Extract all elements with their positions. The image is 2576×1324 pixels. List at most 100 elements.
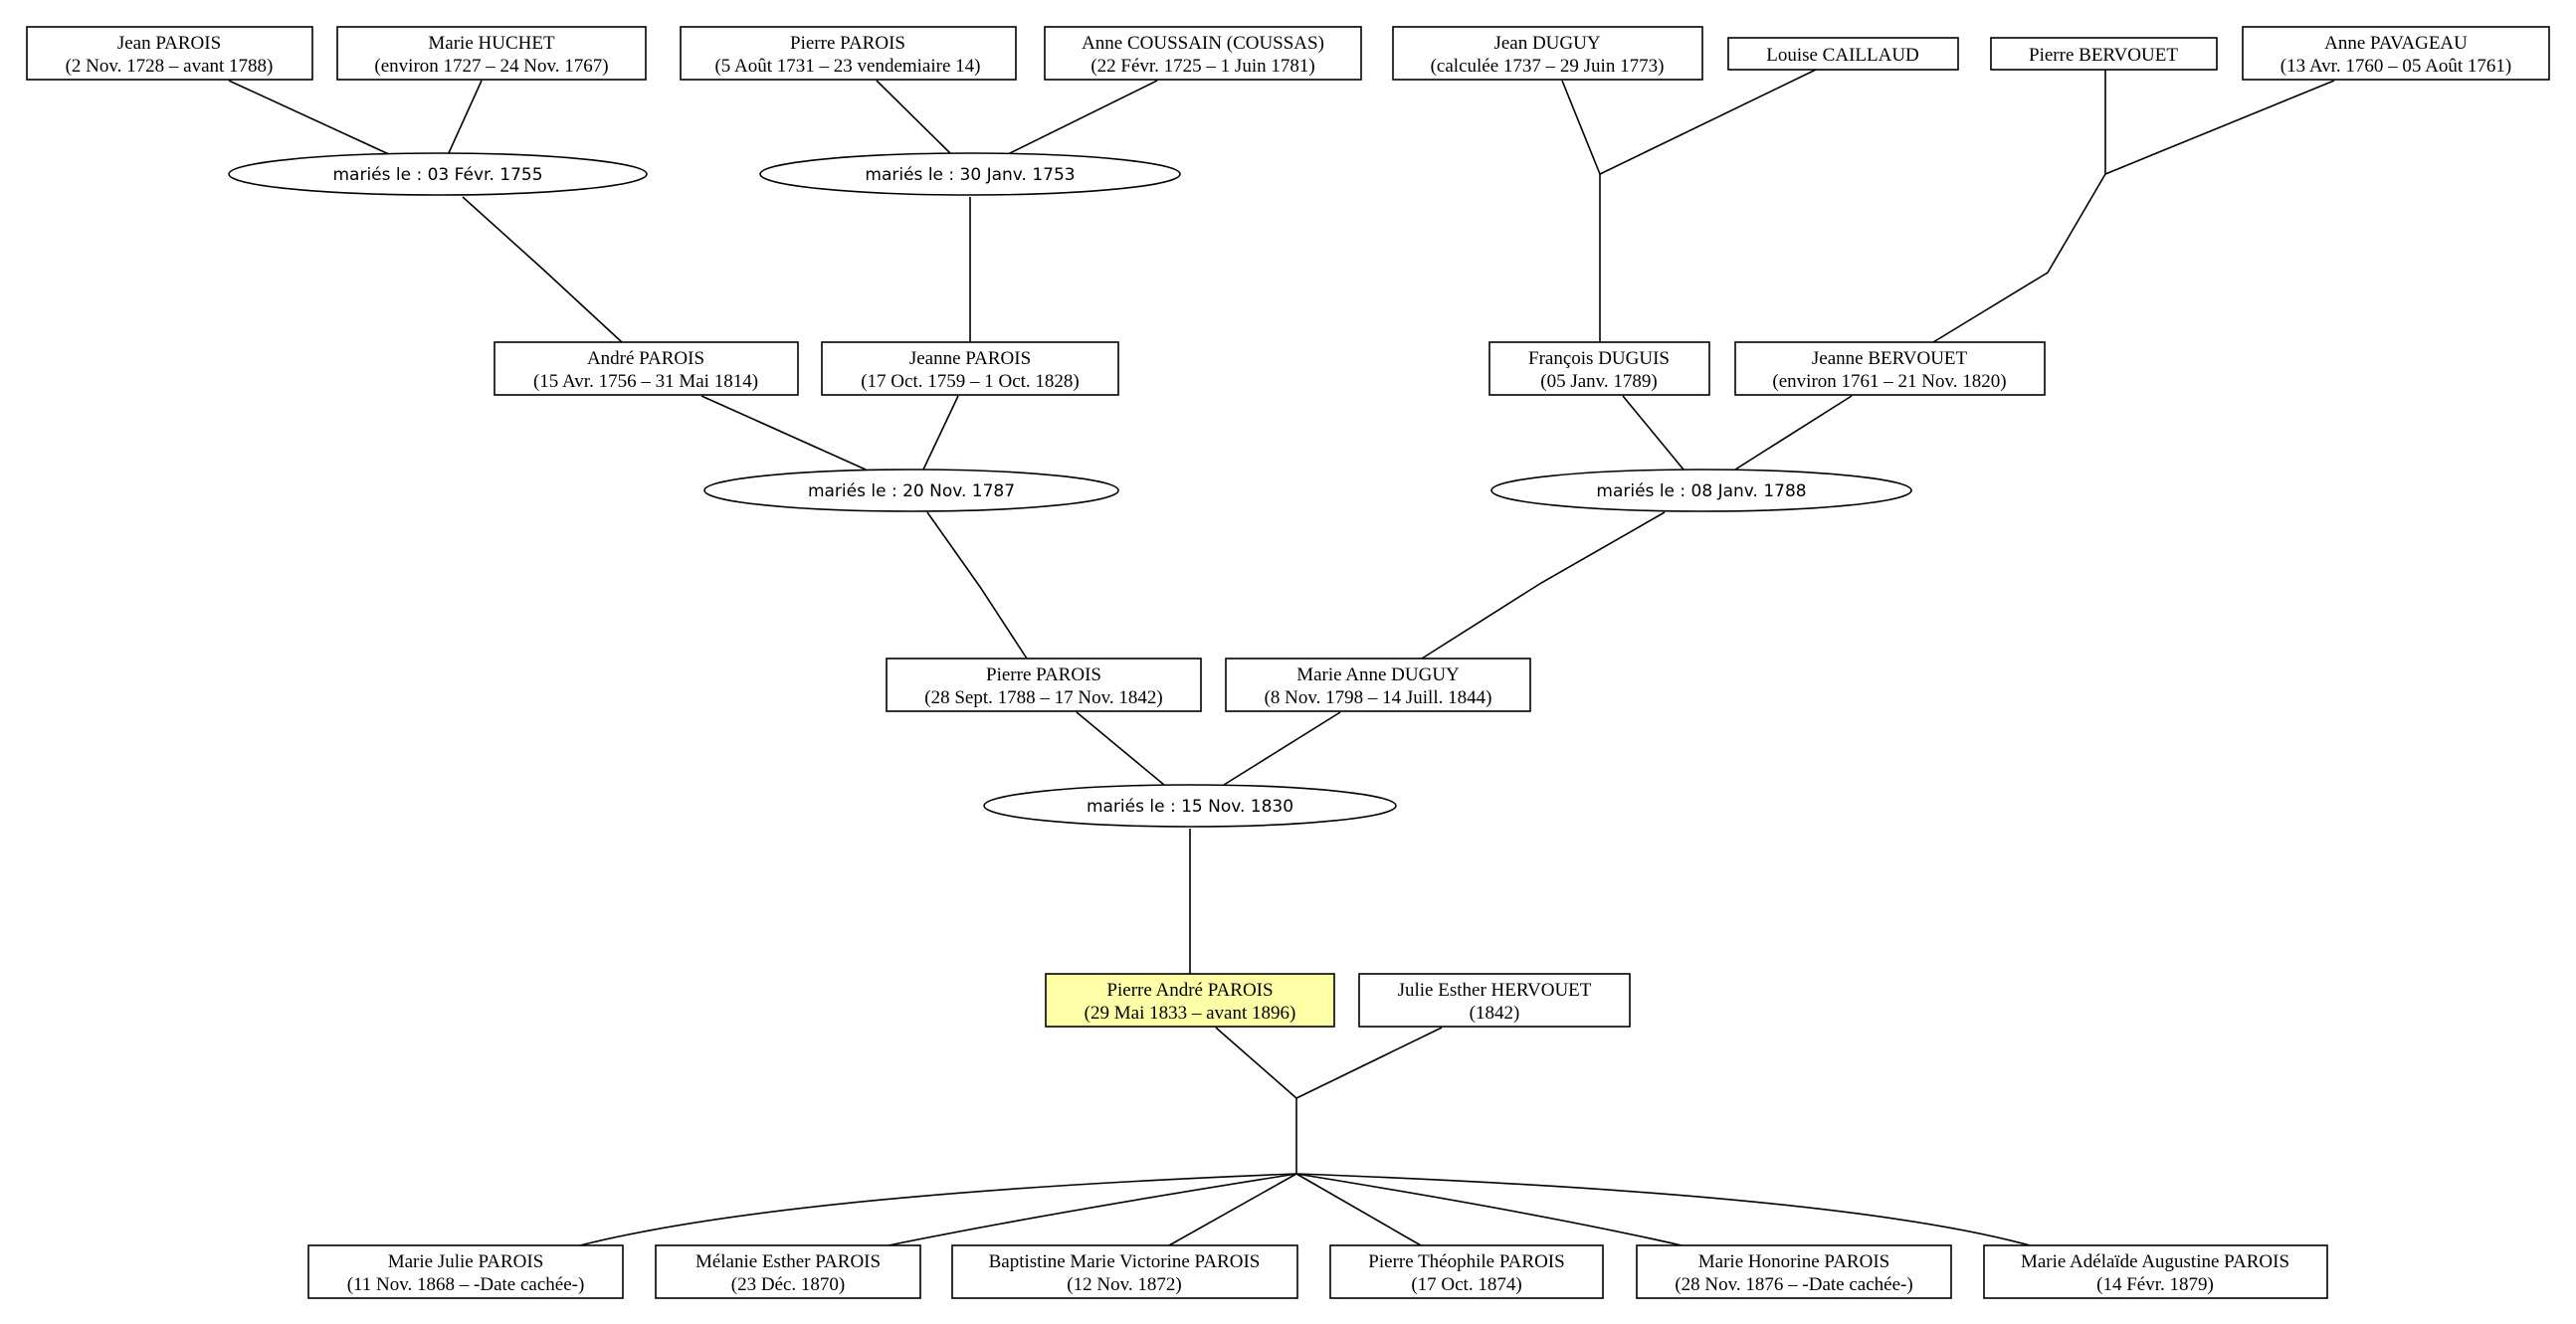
person-name: Mélanie Esther PAROIS xyxy=(695,1251,881,1272)
person-name: Jean DUGUY xyxy=(1493,33,1600,54)
person-box-louise-caillaud[interactable]: Louise CAILLAUD xyxy=(1727,37,1959,71)
person-box-francois-duguis[interactable]: François DUGUIS (05 Janv. 1789) xyxy=(1488,341,1710,396)
person-box-jean-parois[interactable]: Jean PAROIS (2 Nov. 1728 – avant 1788) xyxy=(26,26,313,81)
person-dates: (15 Avr. 1756 – 31 Mai 1814) xyxy=(533,371,758,392)
person-dates: (29 Mai 1833 – avant 1896) xyxy=(1085,1003,1296,1024)
edge-hub-marie-honorine xyxy=(1295,1173,1683,1246)
person-dates: (5 Août 1731 – 23 vendemiaire 14) xyxy=(714,56,980,77)
edge-jeanne-parois-m1787 xyxy=(922,395,959,471)
edge-anne-pavageau-junction xyxy=(2104,80,2335,175)
person-box-pierre-bervouet[interactable]: Pierre BERVOUET xyxy=(1990,37,2218,71)
person-name: Anne COUSSAIN (COUSSAS) xyxy=(1082,33,1324,54)
person-name: Jeanne PAROIS xyxy=(909,348,1031,369)
marriage-label: mariés le : 03 Févr. 1755 xyxy=(332,165,542,185)
person-name: Baptistine Marie Victorine PAROIS xyxy=(989,1251,1261,1272)
connector-lines xyxy=(228,69,2335,1246)
edge-jean-duguy-junction xyxy=(1561,80,1601,175)
edge-jeanne-bervouet-m1788 xyxy=(1734,395,1853,471)
person-name: Pierre PAROIS xyxy=(986,664,1101,685)
person-dates: (1842) xyxy=(1470,1003,1520,1024)
person-name: André PAROIS xyxy=(587,348,704,369)
person-box-marie-honorine-parois[interactable]: Marie Honorine PAROIS (28 Nov. 1876 – -D… xyxy=(1636,1244,1952,1299)
person-dates: (28 Nov. 1876 – -Date cachée-) xyxy=(1675,1274,1912,1295)
person-dates: (11 Nov. 1868 – -Date cachée-) xyxy=(347,1274,585,1295)
person-dates: (13 Avr. 1760 – 05 Août 1761) xyxy=(2280,56,2511,77)
person-name: Marie Anne DUGUY xyxy=(1296,664,1460,685)
edge-m1787-pierre-parois xyxy=(926,511,1028,660)
person-dates: (14 Févr. 1879) xyxy=(2096,1274,2214,1295)
person-name: Louise CAILLAUD xyxy=(1766,45,1919,66)
person-box-anne-coussain[interactable]: Anne COUSSAIN (COUSSAS) (22 Févr. 1725 –… xyxy=(1044,26,1362,81)
person-name: Pierre Théophile PAROIS xyxy=(1368,1251,1564,1272)
person-dates: (2 Nov. 1728 – avant 1788) xyxy=(66,56,274,77)
person-box-jeanne-bervouet[interactable]: Jeanne BERVOUET (environ 1761 – 21 Nov. … xyxy=(1734,341,2046,396)
edge-hub-pierre-theophile xyxy=(1295,1173,1422,1246)
person-dates: (28 Sept. 1788 – 17 Nov. 1842) xyxy=(924,687,1162,708)
edge-julie-esther-junction xyxy=(1295,1027,1443,1099)
edge-pierre-andre-junction xyxy=(1215,1027,1297,1099)
marriage-label: mariés le : 08 Janv. 1788 xyxy=(1596,481,1806,501)
person-box-marie-anne-duguy[interactable]: Marie Anne DUGUY (8 Nov. 1798 – 14 Juill… xyxy=(1225,658,1531,712)
edge-anne-coussain-m1753 xyxy=(1009,80,1158,154)
person-name: Pierre PAROIS xyxy=(790,33,905,54)
person-name: Pierre André PAROIS xyxy=(1106,980,1273,1001)
person-dates: (8 Nov. 1798 – 14 Juill. 1844) xyxy=(1265,687,1492,708)
edge-m1788-marie-anne-duguy xyxy=(1421,511,1666,660)
person-name: Jeanne BERVOUET xyxy=(1812,348,1968,369)
person-name: Julie Esther HERVOUET xyxy=(1398,980,1592,1001)
edge-junction-jeanne-bervouet xyxy=(1932,173,2106,343)
person-box-andre-parois[interactable]: André PAROIS (15 Avr. 1756 – 31 Mai 1814… xyxy=(494,341,799,396)
person-box-jeanne-parois[interactable]: Jeanne PAROIS (17 Oct. 1759 – 1 Oct. 182… xyxy=(821,341,1119,396)
person-name: Marie HUCHET xyxy=(428,33,555,54)
edge-hub-melanie-esther xyxy=(888,1173,1297,1246)
marriage-label: mariés le : 30 Janv. 1753 xyxy=(865,165,1075,185)
person-name: François DUGUIS xyxy=(1528,348,1670,369)
person-box-pierre-theophile-parois[interactable]: Pierre Théophile PAROIS (17 Oct. 1874) xyxy=(1329,1244,1604,1299)
edge-louise-caillaud-junction xyxy=(1599,69,1817,175)
person-name: Anne PAVAGEAU xyxy=(2324,33,2468,54)
person-name: Marie Julie PAROIS xyxy=(388,1251,544,1272)
marriage-label: mariés le : 20 Nov. 1787 xyxy=(808,481,1015,501)
person-dates: (12 Nov. 1872) xyxy=(1067,1274,1181,1295)
marriage-node-1830: mariés le : 15 Nov. 1830 xyxy=(983,784,1397,828)
person-box-jean-duguy[interactable]: Jean DUGUY (calculée 1737 – 29 Juin 1773… xyxy=(1392,26,1703,81)
person-dates: (22 Févr. 1725 – 1 Juin 1781) xyxy=(1090,56,1314,77)
edge-pierre-parois-m1830 xyxy=(1076,711,1165,786)
person-box-pierre-andre-parois[interactable]: Pierre André PAROIS (29 Mai 1833 – avant… xyxy=(1045,973,1335,1028)
person-name: Marie Honorine PAROIS xyxy=(1698,1251,1889,1272)
person-dates: (17 Oct. 1759 – 1 Oct. 1828) xyxy=(861,371,1080,392)
marriage-label: mariés le : 15 Nov. 1830 xyxy=(1087,797,1293,817)
person-name: Jean PAROIS xyxy=(117,33,221,54)
person-dates: (05 Janv. 1789) xyxy=(1540,371,1658,392)
edge-andre-parois-m1787 xyxy=(700,395,867,471)
edge-marie-anne-duguy-m1830 xyxy=(1223,711,1341,786)
edge-francois-duguis-m1788 xyxy=(1622,395,1684,471)
person-box-pierre-parois-1788[interactable]: Pierre PAROIS (28 Sept. 1788 – 17 Nov. 1… xyxy=(886,658,1202,712)
marriage-node-1755: mariés le : 03 Févr. 1755 xyxy=(228,152,648,196)
edge-pierre-parois-m1753 xyxy=(876,80,951,154)
person-dates: (calculée 1737 – 29 Juin 1773) xyxy=(1431,56,1665,77)
person-dates: (17 Oct. 1874) xyxy=(1411,1274,1521,1295)
person-dates: (23 Déc. 1870) xyxy=(731,1274,846,1295)
person-box-julie-esther-hervouet[interactable]: Julie Esther HERVOUET (1842) xyxy=(1358,973,1631,1028)
person-box-marie-huchet[interactable]: Marie HUCHET (environ 1727 – 24 Nov. 176… xyxy=(336,26,647,81)
marriage-node-1788: mariés le : 08 Janv. 1788 xyxy=(1490,469,1912,512)
person-name: Pierre BERVOUET xyxy=(2029,45,2178,66)
person-dates: (environ 1761 – 21 Nov. 1820) xyxy=(1772,371,2006,392)
edge-marie-huchet-m1755 xyxy=(447,80,483,156)
person-dates: (environ 1727 – 24 Nov. 1767) xyxy=(374,56,608,77)
person-box-melanie-esther-parois[interactable]: Mélanie Esther PAROIS (23 Déc. 1870) xyxy=(655,1244,921,1299)
edge-hub-marie-julie xyxy=(579,1173,1297,1246)
edge-hub-baptistine xyxy=(1168,1173,1297,1246)
edge-hub-marie-adelaide xyxy=(1295,1173,2031,1246)
person-box-marie-julie-parois[interactable]: Marie Julie PAROIS (11 Nov. 1868 – -Date… xyxy=(307,1244,624,1299)
marriage-node-1753: mariés le : 30 Janv. 1753 xyxy=(759,152,1181,196)
person-box-baptistine-parois[interactable]: Baptistine Marie Victorine PAROIS (12 No… xyxy=(951,1244,1298,1299)
person-box-marie-adelaide-parois[interactable]: Marie Adélaïde Augustine PAROIS (14 Févr… xyxy=(1983,1244,2328,1299)
edge-m1755-andre-parois xyxy=(462,196,623,343)
edge-jean-parois-m1755 xyxy=(228,80,392,156)
person-name: Marie Adélaïde Augustine PAROIS xyxy=(2021,1251,2289,1272)
person-box-anne-pavageau[interactable]: Anne PAVAGEAU (13 Avr. 1760 – 05 Août 17… xyxy=(2242,26,2550,81)
person-box-pierre-parois-1731[interactable]: Pierre PAROIS (5 Août 1731 – 23 vendemia… xyxy=(680,26,1017,81)
